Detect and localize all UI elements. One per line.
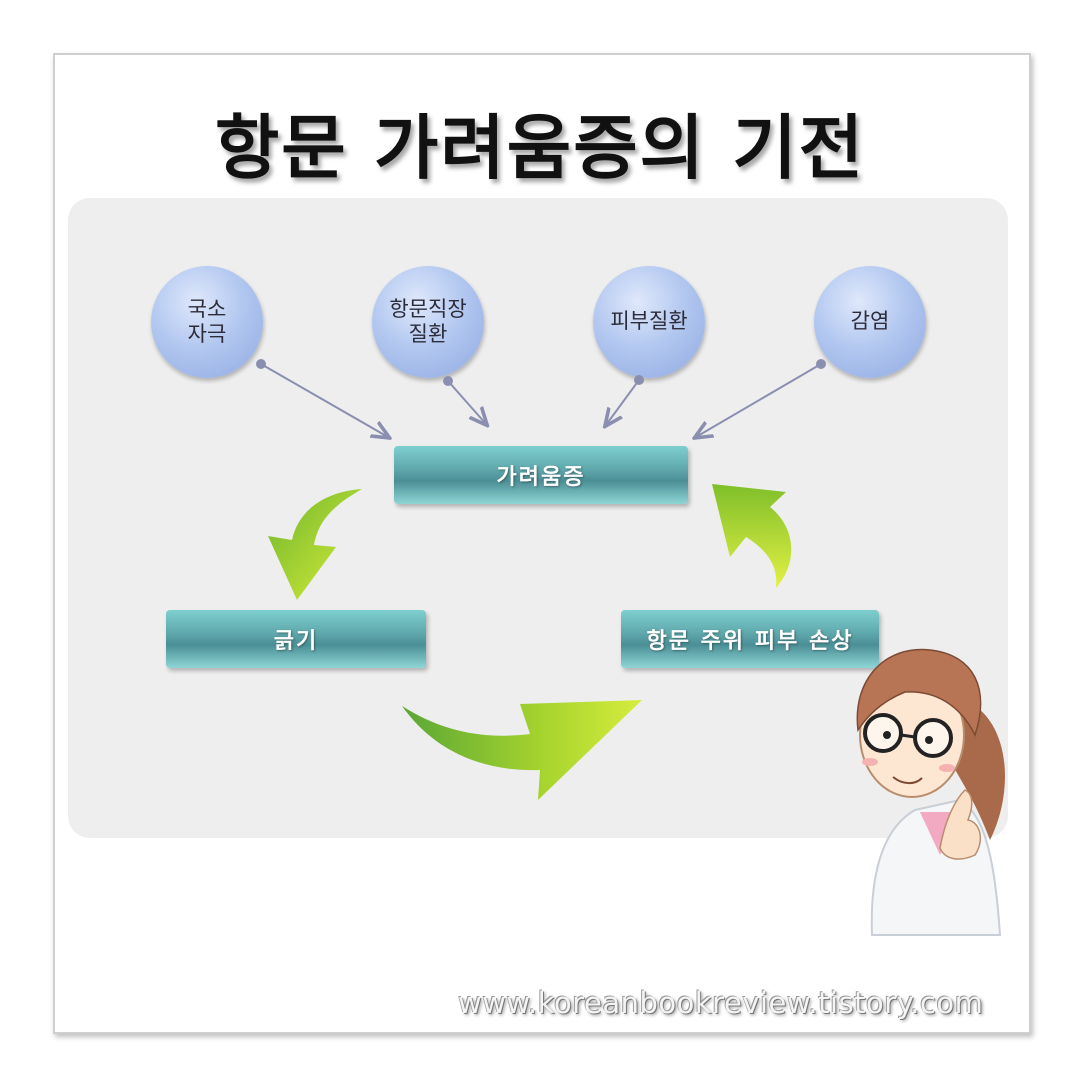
arrow-damage-to-itch <box>712 484 791 588</box>
arrow-itch-to-scratch <box>268 489 362 600</box>
watermark: www.koreanbookreview.tistory.com <box>458 986 983 1020</box>
arrow-scratch-to-damage <box>402 700 642 800</box>
doctor-character-icon <box>857 650 1005 935</box>
cause-connectors <box>257 360 825 437</box>
